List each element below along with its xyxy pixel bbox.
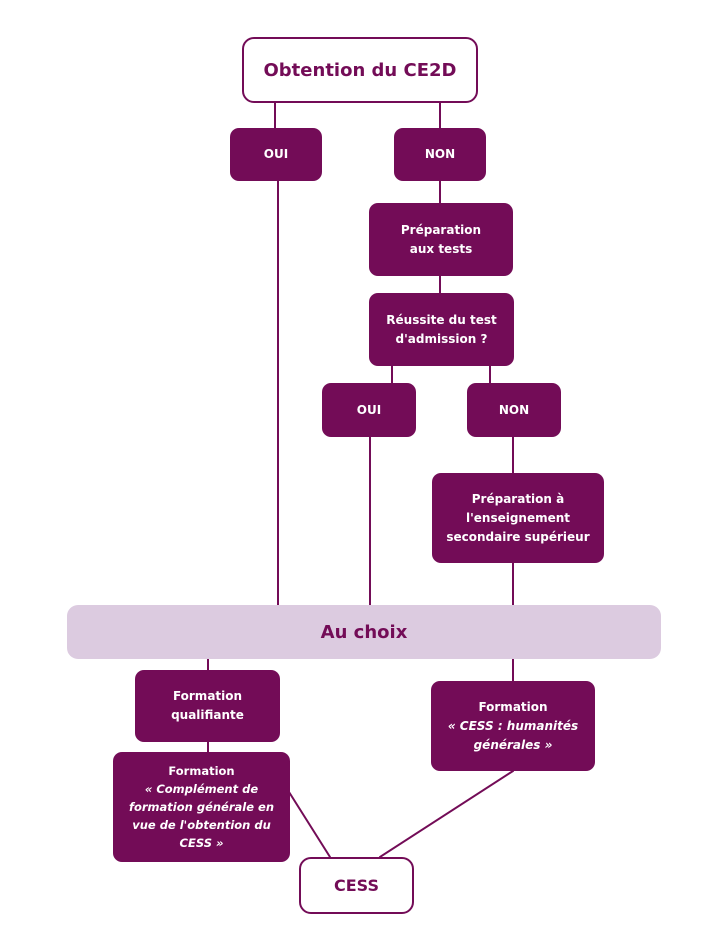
- humanites-title: Formation: [478, 699, 548, 714]
- node-au-choix: Au choix: [67, 605, 661, 659]
- node-cess: CESS: [299, 857, 414, 914]
- node-oui-1: OUI: [230, 128, 322, 181]
- humanites-subtitle: « CESS : humanités générales »: [447, 718, 579, 752]
- node-oui-2: OUI: [322, 383, 416, 437]
- complement-subtitle: « Complément de formation générale en vu…: [128, 782, 275, 850]
- node-preparation-secondaire: Préparation à l'enseignement secondaire …: [432, 473, 604, 563]
- complement-title: Formation: [168, 764, 235, 778]
- node-humanites-generales: Formation « CESS : humanités générales »: [431, 681, 595, 771]
- node-preparation-tests: Préparation aux tests: [369, 203, 513, 276]
- edge-complement-cess: [288, 791, 331, 858]
- node-formation-qualifiante: Formation qualifiante: [135, 670, 280, 742]
- node-reussite-test: Réussite du test d'admission ?: [369, 293, 514, 366]
- node-non-1: NON: [394, 128, 486, 181]
- node-complement-formation: Formation « Complément de formation géné…: [113, 752, 290, 862]
- node-obtention-ce2d: Obtention du CE2D: [242, 37, 478, 103]
- node-non-2: NON: [467, 383, 561, 437]
- edge-humanites-cess: [379, 770, 514, 858]
